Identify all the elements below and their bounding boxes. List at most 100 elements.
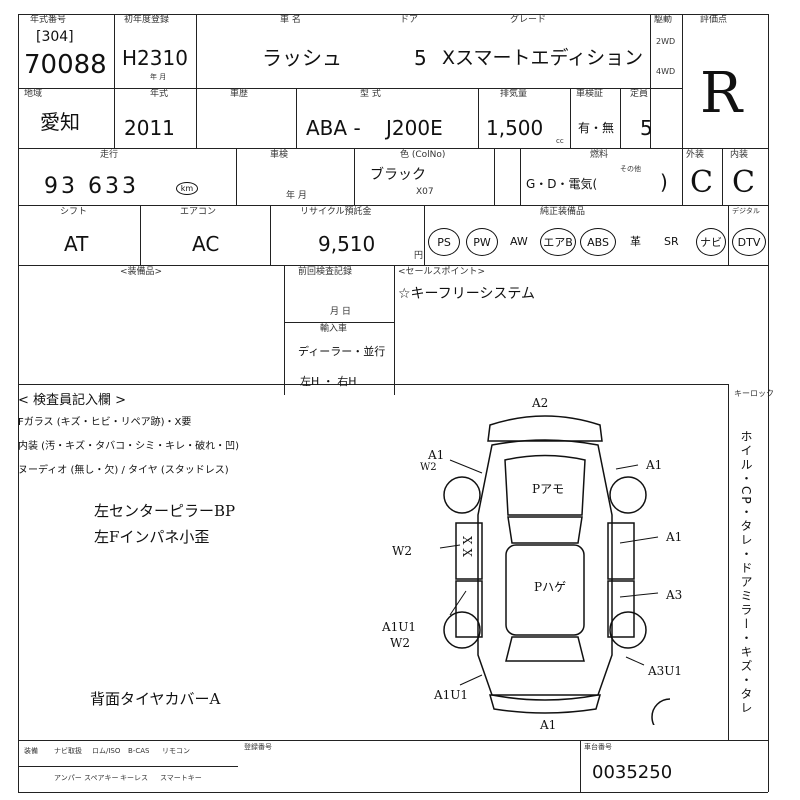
lot-number: 70088	[24, 50, 107, 80]
label-exterior: 外装	[686, 150, 705, 160]
equip-dtv: DTV	[732, 228, 766, 256]
label-fuel: 燃料	[590, 150, 609, 160]
grid-line	[18, 14, 768, 15]
recycle-value: 9,510	[318, 232, 376, 256]
inspection-line-glass: Fガラス (キズ・ヒビ・リペア跡)・X要	[18, 417, 192, 428]
label-cc: 排気量	[500, 89, 528, 99]
mileage-value: 93 633	[44, 174, 139, 199]
grid-line	[18, 148, 768, 149]
equip-leather: 革	[630, 235, 641, 248]
damage-hood: Pアモ	[532, 482, 565, 496]
grid-line	[236, 148, 237, 205]
year-month-label: 年 月	[150, 73, 167, 81]
grid-line	[494, 148, 495, 205]
damage-right-rear: A3U1	[648, 664, 683, 678]
damage-roof: Pハゲ	[534, 580, 567, 594]
key-lock-label: キーロック	[734, 389, 774, 398]
year-value: 2011	[124, 116, 175, 140]
damage-front-right: A1	[646, 458, 663, 472]
car-right-door-rear	[607, 580, 635, 638]
label-interior: 内装	[730, 150, 749, 160]
footer-label-remote: リモコン	[162, 747, 190, 755]
equip-ps: PS	[428, 228, 460, 256]
grid-line	[18, 205, 768, 206]
equip-airbag: エアB	[540, 228, 576, 256]
footer-label-reg-number: 登録番号	[244, 743, 272, 751]
grade-value: Xスマートエディション	[442, 47, 644, 69]
label-area: 地域	[24, 89, 43, 99]
history-date: 月 日	[330, 307, 351, 317]
grid-line	[570, 88, 571, 148]
inspection-value: 有・無	[578, 121, 615, 135]
equip-abs: ABS	[580, 228, 616, 256]
car-diagram	[439, 415, 670, 725]
capacity-value: 5	[640, 116, 653, 140]
footer-label-navi: ナビ取扱	[54, 747, 82, 755]
car-wheel-front-right	[609, 476, 647, 514]
chassis-number: 0035250	[592, 762, 673, 783]
footer-label-keyless: キーレス	[120, 774, 148, 782]
grid-line	[620, 88, 621, 148]
inspection-note-tire-cover: 背面タイヤカバーA	[90, 690, 221, 708]
damage-left-rear: A1U1	[382, 620, 417, 634]
label-ac: エアコン	[180, 207, 217, 217]
label-first-reg: 初年度登録	[124, 15, 170, 25]
car-left-door-front	[455, 522, 483, 580]
footer-label-spare-key: スペアキー	[84, 774, 119, 782]
label-shift: シフト	[60, 207, 88, 217]
displacement-value: 1,500	[486, 116, 544, 140]
grid-line	[394, 265, 395, 395]
grid-line	[682, 14, 683, 206]
label-history: 前回検査記録	[298, 267, 353, 277]
color-value: ブラック	[370, 167, 426, 183]
interior-grade: C	[732, 165, 755, 200]
grid-line	[728, 205, 729, 265]
grid-line	[114, 14, 115, 148]
footer-label-bcas: B-CAS	[128, 747, 150, 755]
lot-prefix: [304]	[36, 29, 74, 45]
damage-front-left: A1	[428, 448, 445, 462]
drive-4wd: 4WD	[656, 67, 676, 76]
equip-sr: SR	[664, 235, 679, 248]
label-mileage: 走行	[100, 150, 119, 160]
label-reg-history: 車歴	[230, 89, 249, 99]
grid-line	[140, 205, 141, 265]
car-wheel-rear-right	[609, 611, 647, 649]
inspection-note-pillar: 左センターピラーBP	[94, 502, 236, 520]
inspection-note-panel: 左Fインパネ小歪	[94, 528, 210, 546]
label-door: ドア	[400, 15, 419, 25]
score-value: R	[700, 61, 743, 126]
car-windshield	[507, 516, 583, 544]
grid-line	[650, 14, 651, 148]
grid-line	[354, 148, 355, 205]
fuel-options: G・D・電気(	[526, 177, 598, 191]
first-reg-value: H2310	[122, 46, 188, 70]
damage-front: A2	[532, 396, 549, 410]
label-equipment: 純正装備品	[540, 207, 586, 217]
damage-rear: A1	[540, 718, 557, 732]
damage-x-marks: X X	[460, 536, 474, 557]
label-model-year: 年式	[150, 89, 169, 99]
grid-line	[18, 14, 19, 792]
grid-line	[196, 88, 197, 148]
label-type: 型 式	[360, 89, 381, 99]
damage-right-front-door: A1	[666, 530, 683, 544]
damage-rear-left: A1U1	[434, 688, 469, 702]
grid-line	[270, 205, 271, 265]
cc-unit: cc	[556, 137, 564, 145]
car-wheel-rear-left	[443, 611, 481, 649]
car-rear-window	[505, 636, 585, 662]
grid-line	[18, 792, 768, 793]
shift-value: AT	[64, 232, 89, 256]
exterior-grade: C	[690, 165, 713, 200]
doors-value: 5	[414, 46, 427, 70]
label-condition: <装備品>	[120, 267, 163, 277]
grid-line	[284, 322, 394, 323]
label-year-number: 年式番号	[30, 15, 67, 25]
label-inspection-cert: 車検証	[576, 89, 604, 99]
grid-line	[722, 148, 723, 205]
inspection-line-tires: ヌーディオ (無し・欠) / タイヤ (スタッドレス)	[18, 465, 229, 476]
grid-line	[478, 88, 479, 148]
spare-tire	[651, 698, 670, 725]
ac-value: AC	[192, 232, 220, 256]
